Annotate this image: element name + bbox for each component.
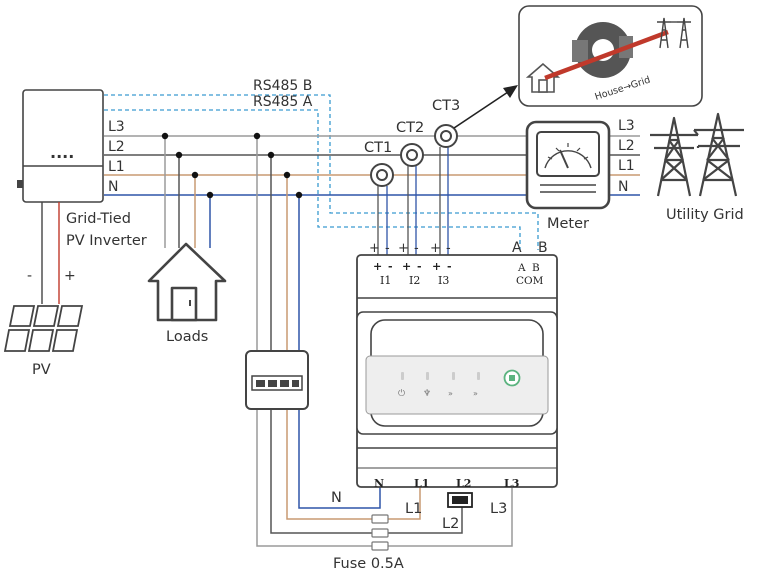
inverter-connector-icon xyxy=(17,180,23,188)
ct1-clamp-icon xyxy=(370,163,394,187)
label-l1-left: L1 xyxy=(108,159,125,175)
inverter-label-line2: PV Inverter xyxy=(66,233,147,249)
smart-meter-device: ⏻ ♆ » » + - + - + - I1 I2 I3 A B COM N L… xyxy=(356,254,558,490)
utility-grid-tower-icon xyxy=(650,112,744,197)
junction-dots xyxy=(161,132,303,199)
fuse-icons xyxy=(371,514,389,551)
label-n-left: N xyxy=(108,179,118,195)
ct1-label: CT1 xyxy=(364,140,392,156)
status-leds xyxy=(401,372,480,380)
term-n-bottom: N xyxy=(374,477,384,490)
led-tx xyxy=(477,372,480,380)
inverter-display-dots: .... xyxy=(50,143,74,162)
label-l3-left: L3 xyxy=(108,119,125,135)
breaker-icon xyxy=(245,350,309,410)
term-com-label: COM xyxy=(516,275,544,287)
term-b-label: B xyxy=(532,262,540,274)
fuse-l2-icon xyxy=(371,528,389,538)
ct-clamp-closeup-icon xyxy=(544,22,669,81)
meter-label: Meter xyxy=(547,216,589,232)
term-i3-plus: + xyxy=(432,260,441,273)
breaker-feed xyxy=(256,136,300,352)
signal-icon: ♆ xyxy=(423,389,431,399)
utility-meter-icon xyxy=(525,120,611,210)
small-house-icon xyxy=(525,62,561,93)
term-l1-bottom: L1 xyxy=(414,477,429,490)
rs485-a-terminal-label: A xyxy=(512,240,522,256)
label-rs485-b: RS485 B xyxy=(253,78,312,94)
ct2-clamp-icon xyxy=(400,143,424,167)
label-l2-right: L2 xyxy=(618,138,635,154)
term-i1-plus: + xyxy=(373,260,382,273)
label-l2-left: L2 xyxy=(108,139,125,155)
label-rs485-a: RS485 A xyxy=(253,94,313,110)
pv-label: PV xyxy=(32,362,51,378)
ct-wiring xyxy=(377,147,449,258)
pv-minus-label: - xyxy=(27,268,32,284)
rs485-a-wire xyxy=(104,109,521,250)
rs485-b-wire xyxy=(104,94,539,250)
ct3-minus: - xyxy=(446,241,451,256)
led-power xyxy=(401,372,404,380)
inverter-label-line1: Grid-Tied xyxy=(66,211,131,227)
wire-l3-label: L3 xyxy=(490,501,507,517)
ct3-clamp-icon xyxy=(434,124,458,148)
pv-inverter: .... xyxy=(17,89,104,203)
utility-grid-label: Utility Grid xyxy=(666,207,744,223)
label-l1-right: L1 xyxy=(618,158,635,174)
ct3-plus: + xyxy=(430,241,441,256)
term-i2-plus: + xyxy=(402,260,411,273)
term-i3-minus: - xyxy=(447,260,452,273)
ct2-minus: - xyxy=(414,241,419,256)
solar-panel-icon xyxy=(3,305,84,352)
ct1-plus: + xyxy=(369,241,380,256)
ct2-label: CT2 xyxy=(396,120,424,136)
wire-n-label: N xyxy=(331,490,342,506)
rs485-b-terminal-label: B xyxy=(538,240,548,256)
pv-plus-label: + xyxy=(64,268,76,284)
fuse-label: Fuse 0.5A xyxy=(333,556,404,572)
ct3-callout-arrow xyxy=(453,85,518,129)
wire-l2-label: L2 xyxy=(442,516,459,532)
term-i2-label: I2 xyxy=(409,274,420,287)
loads-label: Loads xyxy=(166,329,208,345)
rx-icon: » xyxy=(448,389,453,398)
term-i3-label: I3 xyxy=(438,274,449,287)
breaker-output xyxy=(256,408,513,547)
led-wifi xyxy=(426,372,429,380)
power-icon: ⏻ xyxy=(398,388,405,399)
term-i1-label: I1 xyxy=(380,274,391,287)
ct3-label: CT3 xyxy=(432,98,460,114)
ct1-minus: - xyxy=(385,241,390,256)
term-i2-minus: - xyxy=(417,260,422,273)
small-tower-icon xyxy=(657,17,691,49)
led-rx xyxy=(452,372,455,380)
term-a-label: A xyxy=(517,262,526,274)
tx-icon: » xyxy=(473,389,478,398)
term-l3-bottom: L3 xyxy=(504,477,519,490)
label-n-right: N xyxy=(618,179,628,195)
rs485-wiring xyxy=(104,94,539,250)
ct-direction-callout: House→Grid xyxy=(518,5,703,107)
ct2-plus: + xyxy=(398,241,409,256)
terminal-block-icon xyxy=(447,492,473,508)
term-l2-bottom: L2 xyxy=(456,477,471,490)
fuse-l3-icon xyxy=(371,541,389,551)
label-l3-right: L3 xyxy=(618,118,635,134)
fuse-l1-icon xyxy=(371,514,389,524)
term-i1-minus: - xyxy=(388,260,393,273)
house-loads-icon xyxy=(147,242,227,322)
load-drops xyxy=(164,136,211,248)
wire-l1-label: L1 xyxy=(405,501,422,517)
